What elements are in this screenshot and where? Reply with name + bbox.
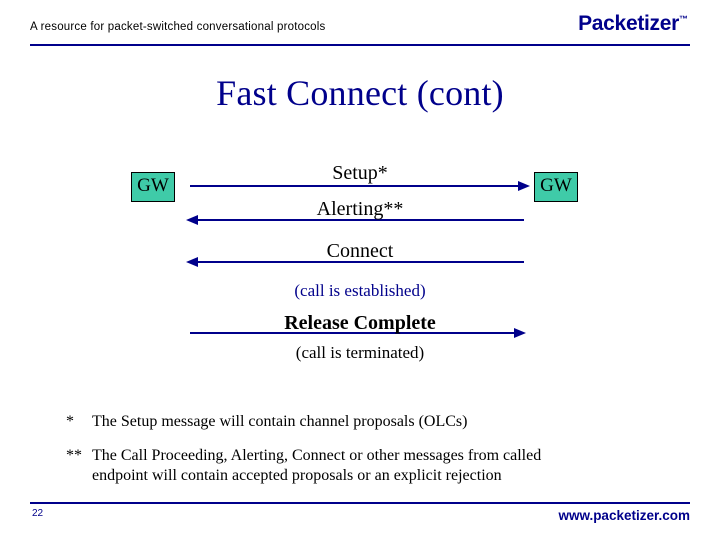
brand-logo: Packetizer™ [578, 12, 688, 36]
message-label-release-complete: Release Complete [284, 312, 436, 334]
annotation-call-established: (call is established) [294, 281, 426, 300]
footnote-marker: ** [66, 447, 82, 464]
annotation-call-terminated: (call is terminated) [295, 343, 425, 362]
footnote-text-continued: endpoint will contain accepted proposals… [92, 467, 502, 484]
header-divider [30, 44, 690, 46]
footnote-text: The Setup message will contain channel p… [92, 413, 468, 430]
footer-url[interactable]: www.packetizer.com [558, 508, 690, 523]
footer-divider [30, 502, 690, 504]
header-tagline: A resource for packet-switched conversat… [30, 21, 326, 33]
footnote-single-asterisk: * The Setup message will contain channel … [66, 412, 666, 432]
footnotes: * The Setup message will contain channel … [66, 412, 666, 500]
footnote-marker: * [66, 413, 74, 430]
message-label-setup: Setup* [332, 162, 388, 184]
page-number: 22 [32, 508, 44, 519]
footnote-double-asterisk: ** The Call Proceeding, Alerting, Connect… [66, 446, 666, 486]
trademark-symbol: ™ [679, 14, 688, 24]
gateway-right: GW [534, 172, 578, 202]
brand-name: Packetizer [578, 12, 679, 35]
footnote-text: The Call Proceeding, Alerting, Connect o… [92, 447, 542, 464]
message-label-alerting: Alerting** [316, 198, 404, 220]
page-title: Fast Connect (cont) [216, 73, 504, 113]
gateway-left: GW [131, 172, 175, 202]
message-label-connect: Connect [326, 240, 394, 262]
